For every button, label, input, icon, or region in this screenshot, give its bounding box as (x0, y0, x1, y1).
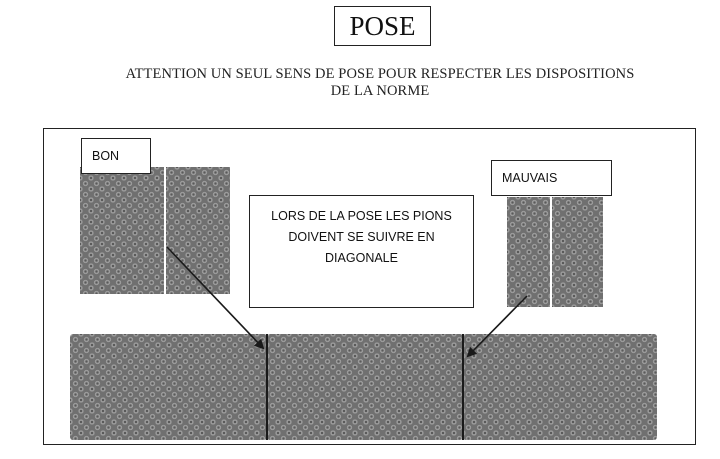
bottom-tile-2 (267, 334, 463, 440)
note-line-3: DIAGONALE (325, 251, 398, 265)
subtitle: ATTENTION UN SEUL SENS DE POSE POUR RESP… (60, 66, 700, 100)
bottom-tile-3 (463, 334, 657, 440)
diagram-frame (43, 128, 696, 445)
good-arrow (166, 246, 265, 350)
bottom-seam-1 (266, 334, 268, 440)
bad-tile-right (552, 197, 603, 307)
bottom-seam-2 (462, 334, 464, 440)
good-label: BON (81, 138, 151, 174)
bad-arrow (466, 295, 528, 358)
good-tile-left (80, 167, 164, 294)
subtitle-line-2: DE LA NORME (330, 83, 430, 99)
bottom-tile-1 (70, 334, 267, 440)
bad-tile-left (507, 197, 550, 307)
page-title: POSE (334, 6, 431, 46)
note-line-2: DOIVENT SE SUIVRE EN (288, 230, 435, 244)
subtitle-line-1: ATTENTION UN SEUL SENS DE POSE POUR RESP… (125, 66, 635, 82)
good-tile-right (166, 167, 230, 294)
instruction-note: LORS DE LA POSE LES PIONS DOIVENT SE SUI… (249, 195, 474, 308)
note-line-1: LORS DE LA POSE LES PIONS (271, 209, 452, 223)
bad-label: MAUVAIS (491, 160, 612, 196)
